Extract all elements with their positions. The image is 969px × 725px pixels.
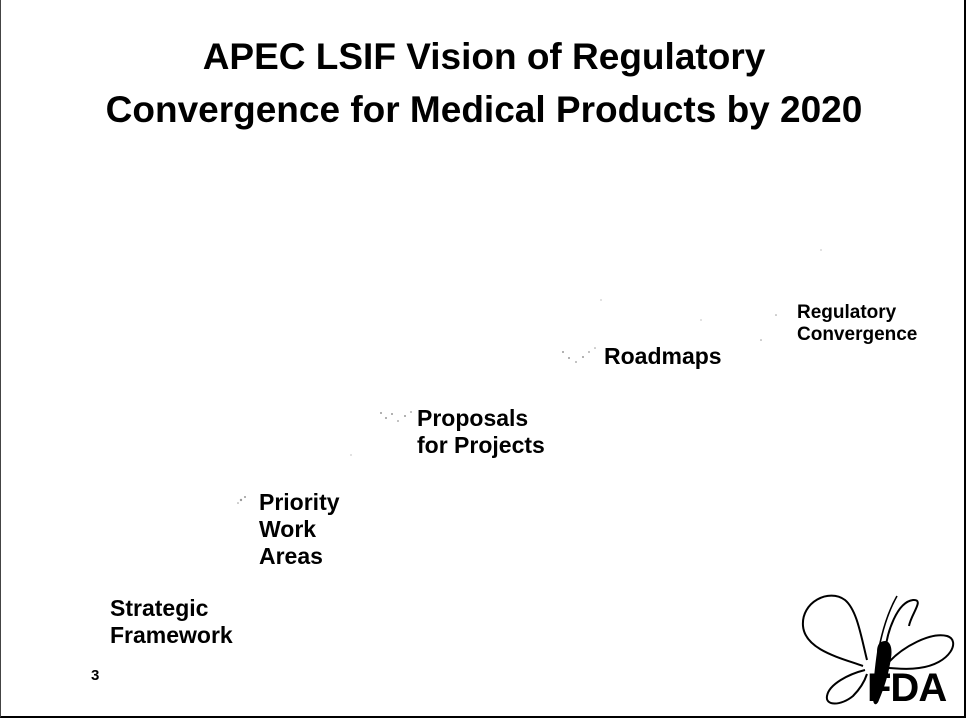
step-proposals-for-projects: Proposals for Projects xyxy=(417,405,545,459)
step-strategic-framework: Strategic Framework xyxy=(110,595,233,649)
step-regulatory-convergence: Regulatory Convergence xyxy=(797,302,917,346)
step-roadmaps-line-1: Roadmaps xyxy=(604,343,722,369)
title-line-2: Convergence for Medical Products by 2020 xyxy=(105,89,863,130)
step-priority-work-areas: Priority Work Areas xyxy=(259,489,340,570)
step-priority-line-3: Areas xyxy=(259,543,323,569)
step-regulatory-line-2: Convergence xyxy=(797,324,918,345)
butterfly-taiwan-icon xyxy=(801,594,955,705)
step-regulatory-line-1: Regulatory xyxy=(797,302,897,323)
step-proposals-line-2: for Projects xyxy=(417,432,545,458)
fda-logo-text: FDA xyxy=(867,666,947,710)
step-priority-line-2: Work xyxy=(259,516,317,542)
page-number: 3 xyxy=(91,667,100,684)
step-roadmaps: Roadmaps xyxy=(604,343,722,370)
slide-title: APEC LSIF Vision of Regulatory Convergen… xyxy=(1,30,967,136)
fda-logo: FDA xyxy=(801,588,967,716)
step-strategic-framework-line-2: Framework xyxy=(110,622,233,648)
step-strategic-framework-line-1: Strategic xyxy=(110,595,209,621)
step-priority-line-1: Priority xyxy=(259,489,340,515)
title-line-1: APEC LSIF Vision of Regulatory xyxy=(202,36,766,77)
step-proposals-line-1: Proposals xyxy=(417,405,529,431)
